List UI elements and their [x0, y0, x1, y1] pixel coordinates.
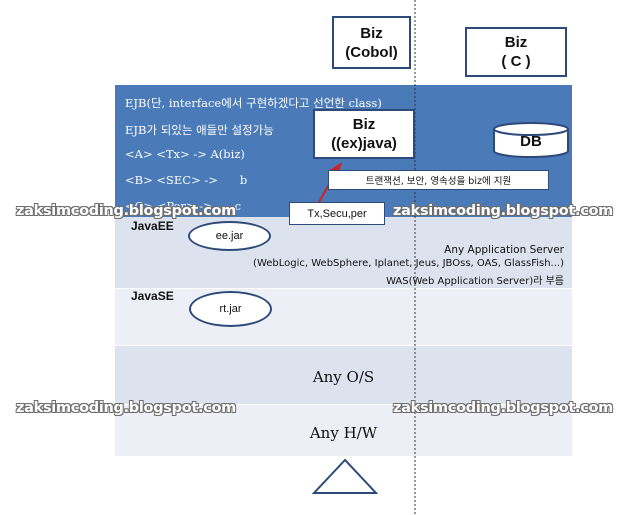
javaee-title: JavaEE — [131, 219, 174, 233]
rt-jar-oval: rt.jar — [189, 291, 272, 327]
tx-secu-per-label: Tx,Secu,per — [307, 207, 367, 220]
ejb-line-5: <C> <Per> -> c — [125, 199, 242, 213]
rt-jar-label: rt.jar — [219, 303, 242, 315]
watermark: zaksimcoding.blogspot.com — [16, 400, 236, 416]
biz-c-line2: ( C ) — [501, 53, 531, 70]
ee-jar-oval: ee.jar — [188, 221, 271, 251]
tx-secu-per-box: Tx,Secu,per — [289, 202, 385, 225]
ejb-line-1: EJB(단, interface에서 구현하겠다고 선언한 class) — [125, 96, 382, 110]
watermark: zaksimcoding.blogspot.com — [393, 203, 613, 219]
hw-label: Any H/W — [309, 424, 378, 442]
os-layer — [115, 345, 572, 404]
os-label: Any O/S — [312, 368, 375, 386]
biz-java-box: Biz ((ex)java) — [313, 109, 415, 159]
biz-java-line1: Biz — [352, 116, 376, 133]
callout-box: 트랜잭션, 보안, 영속성을 biz에 지원 — [328, 170, 549, 190]
biz-cobol-line1: Biz — [360, 24, 383, 42]
javase-layer — [115, 288, 572, 345]
ejb-line-4: <B> <SEC> -> b — [125, 173, 248, 187]
javase-title: JavaSE — [131, 289, 174, 303]
ee-jar-label: ee.jar — [215, 230, 244, 242]
biz-cobol-line2: (Cobol) — [345, 43, 398, 61]
watermark: zaksimcoding.blogspot.com — [393, 400, 613, 416]
was-line-1: Any Application Server — [444, 244, 564, 256]
db-cylinder: DB — [492, 121, 570, 159]
db-label: DB — [520, 133, 542, 150]
callout-text: 트랜잭션, 보안, 영속성을 biz에 지원 — [365, 176, 512, 187]
db-cylinder-icon — [493, 122, 569, 158]
biz-c-line1: Biz — [504, 34, 528, 51]
ejb-line-3: <A> <Tx> -> A(biz) — [125, 147, 245, 161]
was-line-3: WAS(Web Application Server)라 부름 — [386, 276, 564, 287]
biz-cobol-box: Biz (Cobol) — [332, 16, 411, 69]
biz-c-box: Biz ( C ) — [465, 27, 567, 77]
ejb-line-2: EJB가 되있는 애들만 설정가능 — [125, 123, 274, 137]
bottom-triangle — [311, 458, 379, 494]
was-line-2: (WebLogic, WebSphere, Iplanet, Jeus, JBO… — [253, 258, 564, 269]
biz-java-line2: ((ex)java) — [331, 135, 397, 152]
hw-layer — [115, 404, 572, 456]
watermark: zaksimcoding.blogspot.com — [16, 203, 236, 219]
